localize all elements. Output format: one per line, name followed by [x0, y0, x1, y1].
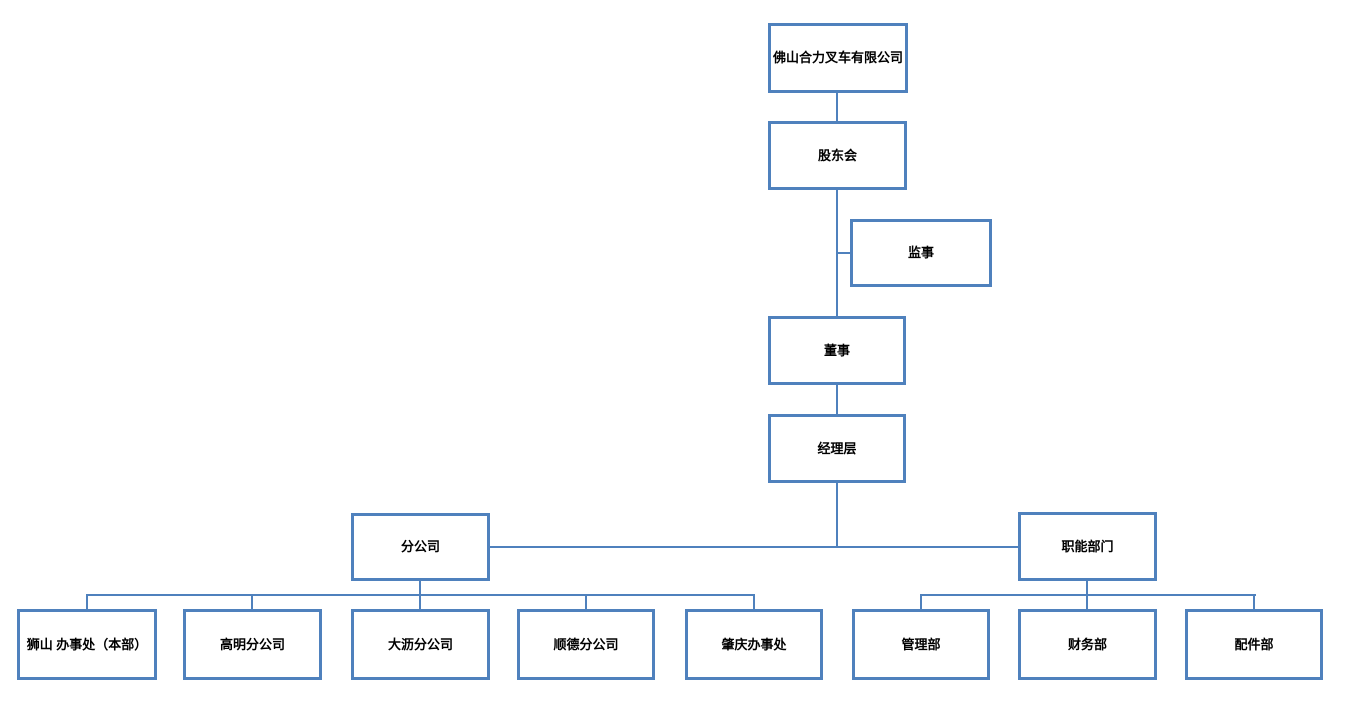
org-node-dali: 大沥分公司	[351, 609, 490, 680]
org-node-admin: 管理部	[852, 609, 990, 680]
org-node-label: 大沥分公司	[387, 636, 453, 652]
connector-line-vertical	[920, 594, 922, 610]
connector-line-vertical	[1086, 594, 1088, 610]
connector-line-vertical	[419, 594, 421, 610]
org-node-label: 肇庆办事处	[721, 636, 787, 652]
connector-line-vertical	[1253, 594, 1255, 610]
org-node-label: 顺德分公司	[553, 636, 619, 652]
org-node-shishan: 狮山 办事处（本部）	[17, 609, 157, 680]
org-node-label: 股东会	[817, 147, 857, 163]
org-node-label: 佛山合力叉车有限公司	[772, 50, 903, 66]
connector-line-vertical	[251, 594, 253, 610]
org-node-shareholders: 股东会	[768, 121, 907, 190]
org-node-label: 职能部门	[1061, 538, 1114, 554]
org-node-label: 管理部	[901, 636, 941, 652]
org-node-label: 配件部	[1234, 636, 1274, 652]
org-node-parts: 配件部	[1185, 609, 1323, 680]
org-node-label: 财务部	[1067, 636, 1107, 652]
org-node-company: 佛山合力叉车有限公司	[768, 23, 908, 93]
connector-line-vertical	[86, 594, 88, 610]
org-node-zhaoqing: 肇庆办事处	[685, 609, 823, 680]
org-node-label: 监事	[907, 245, 934, 261]
org-node-label: 高明分公司	[219, 636, 285, 652]
connector-line-vertical	[419, 581, 421, 595]
org-node-director: 董事	[768, 316, 906, 385]
org-node-branches: 分公司	[351, 513, 490, 581]
org-node-label: 狮山 办事处（本部）	[26, 636, 148, 652]
connector-line-horizontal	[490, 546, 1018, 548]
org-node-supervisor: 监事	[850, 219, 992, 287]
connector-line-vertical	[1086, 581, 1088, 595]
org-node-finance: 财务部	[1018, 609, 1157, 680]
org-node-gaoming: 高明分公司	[183, 609, 322, 680]
org-node-label: 分公司	[400, 539, 440, 555]
connector-line-vertical	[585, 594, 587, 610]
connector-line-horizontal	[920, 594, 1256, 596]
connector-line-vertical	[836, 93, 838, 122]
org-node-label: 经理层	[817, 440, 857, 456]
org-node-label: 董事	[823, 342, 850, 358]
connector-line-horizontal	[836, 252, 851, 254]
connector-line-vertical	[836, 385, 838, 415]
org-node-functional: 职能部门	[1018, 512, 1157, 581]
org-node-shunde: 顺德分公司	[517, 609, 655, 680]
connector-line-vertical	[836, 483, 838, 548]
org-node-management: 经理层	[768, 414, 906, 483]
connector-line-vertical	[753, 594, 755, 610]
